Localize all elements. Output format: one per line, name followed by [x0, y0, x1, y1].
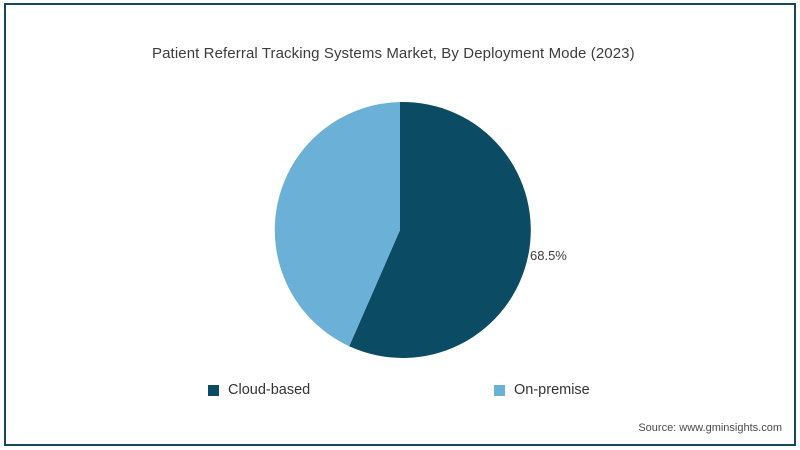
legend-item-on-premise[interactable]: On-premise — [494, 379, 590, 401]
legend-item-label: On-premise — [514, 382, 590, 398]
pie-percent-label: 68.5% — [530, 248, 567, 263]
source-attribution: Source: www.gminsights.com — [638, 422, 782, 434]
pie-slice-cloud-based[interactable] — [349, 101, 531, 358]
chart-title: Patient Referral Tracking Systems Market… — [152, 45, 635, 62]
chart-legend: Cloud-based On-premise — [0, 379, 800, 401]
legend-item-label: Cloud-based — [228, 382, 311, 398]
pie-slice-on-premise[interactable] — [274, 102, 400, 347]
legend-item-cloud-based[interactable]: Cloud-based — [208, 379, 310, 401]
pie-svg — [274, 101, 531, 358]
legend-swatch-icon — [494, 384, 505, 396]
pie-chart — [266, 96, 534, 364]
legend-swatch-icon — [208, 384, 219, 396]
